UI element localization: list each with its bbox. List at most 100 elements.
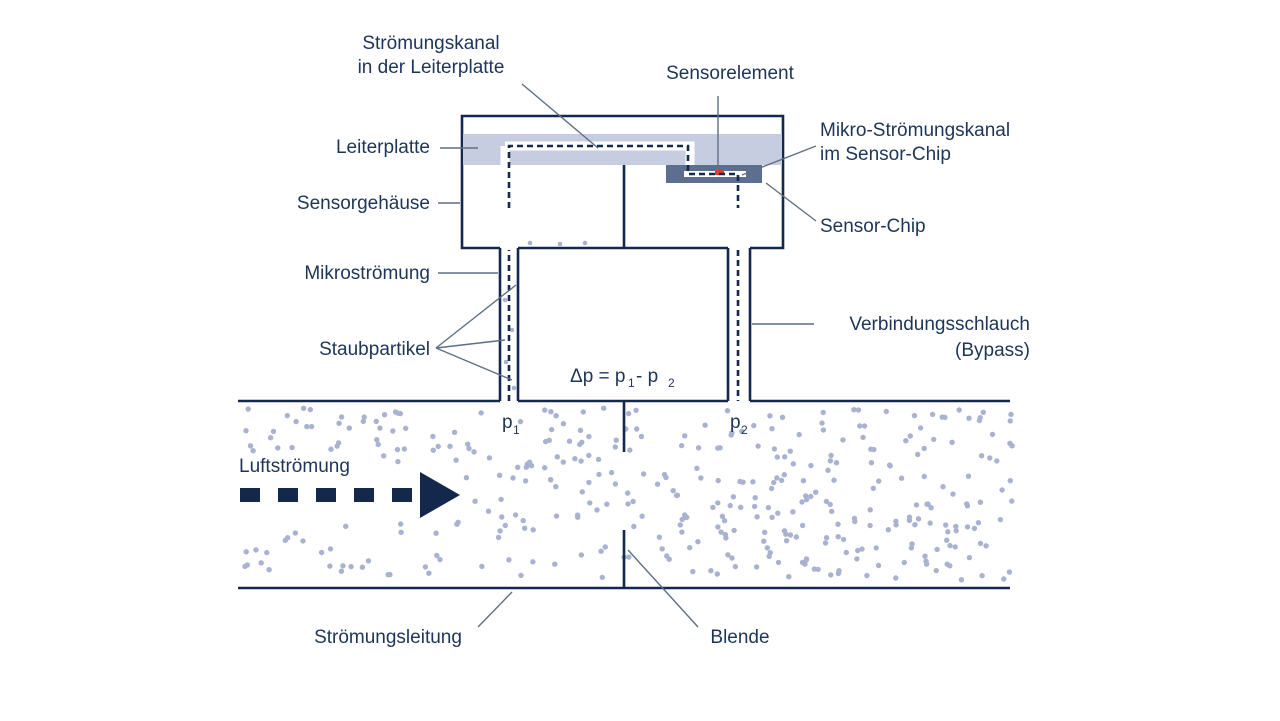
label-verbindungsschlauch-1: Verbindungsschlauch [849, 314, 1030, 335]
dust-particle [875, 562, 882, 569]
dust-particle [917, 425, 924, 431]
dust-particle [548, 409, 554, 415]
dust-particle [463, 475, 470, 481]
dust-particle [764, 545, 770, 551]
dust-particle [599, 574, 605, 581]
dust-particle [390, 428, 396, 434]
dust-particle [496, 472, 503, 478]
dust-particle [542, 438, 549, 445]
dust-particle [999, 487, 1005, 493]
dust-particle [511, 385, 517, 391]
dust-particle [715, 524, 721, 530]
dust-particle [245, 406, 251, 412]
dust-particle [375, 441, 381, 448]
dust-particle [586, 479, 592, 486]
dust-particle [883, 408, 889, 415]
dust-particle [515, 464, 521, 470]
dust-particle [775, 559, 782, 566]
dust-particle [630, 498, 636, 505]
dust-particle [695, 539, 701, 545]
dust-particle [867, 522, 873, 529]
dust-particle [950, 491, 956, 497]
dust-particle [340, 563, 346, 569]
dust-particle [768, 485, 775, 492]
dust-particle [343, 523, 349, 529]
dust-particle [947, 542, 953, 549]
dust-particle [373, 418, 379, 425]
dust-particle [922, 553, 928, 559]
dust-particle [1007, 478, 1013, 484]
dust-particle [520, 517, 526, 524]
dust-particle [790, 509, 796, 515]
dust-particle [885, 527, 891, 533]
dust-particle [434, 552, 440, 559]
dust-particle [577, 427, 584, 433]
dust-particle [266, 567, 272, 573]
dust-particle [613, 437, 619, 443]
dust-particle [912, 522, 918, 528]
dust-particle [395, 458, 401, 465]
dust-particle [398, 521, 404, 527]
dust-particle [682, 514, 688, 520]
dust-particle [503, 359, 509, 365]
dust-particle [663, 474, 669, 481]
dust-particle [823, 498, 830, 505]
label-sensorgehaeuse: Sensorgehäuse [297, 193, 430, 214]
dust-particle [708, 568, 714, 574]
dust-particle [502, 297, 508, 303]
dust-particle [634, 426, 640, 432]
dust-particle [939, 414, 945, 420]
dust-particle [983, 543, 989, 549]
dust-particle [980, 409, 986, 415]
dust-particle [471, 449, 477, 455]
leader-staubpartikel-3 [435, 347, 513, 381]
dust-particle [724, 408, 731, 414]
dust-particle [994, 458, 1000, 464]
dust-particle [860, 434, 866, 441]
dust-particle [765, 504, 772, 511]
dust-particle [751, 503, 758, 510]
dust-particle [638, 433, 645, 440]
dust-particle [518, 572, 524, 579]
label-staubpartikel: Staubpartikel [319, 339, 430, 360]
dust-particle [761, 538, 767, 544]
dust-particle [843, 549, 849, 556]
dust-particle [1008, 411, 1014, 418]
leader-stroemungsleitung [477, 591, 513, 628]
dust-particle [430, 447, 436, 453]
dust-particle [264, 549, 270, 556]
dust-particle [497, 528, 503, 534]
dust-particle [781, 472, 787, 478]
dust-particle [594, 507, 600, 513]
dust-particle [923, 561, 930, 567]
dust-particle [823, 535, 830, 541]
dust-particle [718, 529, 724, 535]
dust-particle [976, 417, 983, 424]
dust-particle [721, 518, 728, 524]
dust-particle [921, 445, 927, 452]
label-mikrostroemung: Mikroströmung [304, 263, 430, 284]
label-p1-sub: 1 [513, 423, 520, 437]
dust-particle [670, 488, 676, 494]
dust-particle [971, 525, 978, 532]
dust-particle [715, 500, 721, 506]
dust-particle [859, 546, 865, 552]
formula-part-a: Δp = p [570, 366, 625, 387]
dust-particle [927, 520, 933, 526]
dust-particle [825, 467, 831, 473]
dust-particle [447, 443, 453, 449]
dust-particle [851, 515, 858, 522]
dust-particle [725, 552, 731, 558]
dust-particle [548, 426, 555, 433]
dust-particle [928, 505, 934, 511]
dust-particle [947, 563, 953, 569]
dust-particle [678, 442, 685, 449]
dust-particle [284, 412, 290, 419]
dust-particle [851, 407, 857, 413]
dust-particle [612, 481, 619, 487]
label-sensorelement: Sensorelement [666, 63, 795, 84]
dust-particle [426, 570, 432, 576]
dust-particle [868, 446, 874, 452]
dust-particle [548, 477, 554, 483]
